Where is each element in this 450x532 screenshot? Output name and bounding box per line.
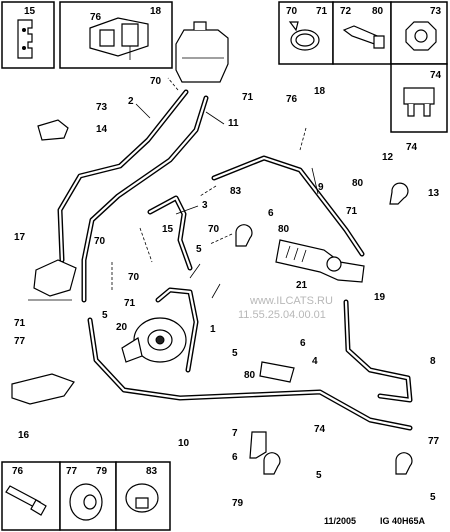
label-18-mid: 18 xyxy=(314,86,326,97)
label-71-right: 71 xyxy=(346,206,358,217)
pipe-2[interactable] xyxy=(57,89,189,263)
label-76-inset: 76 xyxy=(90,12,102,23)
clip-12[interactable] xyxy=(389,182,409,205)
label-16: 16 xyxy=(18,430,30,441)
label-77-left: 77 xyxy=(14,336,26,347)
label-79-mid: 79 xyxy=(232,498,244,509)
bracket-7[interactable] xyxy=(249,431,267,459)
label-72-inset: 72 xyxy=(340,6,352,17)
pipe-9[interactable] xyxy=(211,155,365,257)
label-74-lower: 74 xyxy=(314,424,326,435)
label-71-left: 71 xyxy=(124,298,136,309)
label-8: 8 xyxy=(430,356,436,367)
label-13: 13 xyxy=(428,188,440,199)
label-21: 21 xyxy=(296,280,308,291)
bracket-16[interactable] xyxy=(11,373,75,405)
label-10: 10 xyxy=(178,438,190,449)
footer-reference: IG 40H65A xyxy=(380,516,426,526)
label-14: 14 xyxy=(96,124,108,135)
label-18-inset: 18 xyxy=(150,6,162,17)
label-77-bottom-inset: 77 xyxy=(66,466,78,477)
callout-labels: 15 76 18 70 71 72 80 73 74 70 71 2 11 73… xyxy=(12,6,442,509)
label-71-far-left: 71 xyxy=(14,318,26,329)
label-4: 4 xyxy=(312,356,318,367)
label-76-bottom-inset: 76 xyxy=(12,466,24,477)
label-5-bottom: 5 xyxy=(316,470,322,481)
pipe-1[interactable] xyxy=(155,287,199,373)
label-6-right: 6 xyxy=(268,208,274,219)
inset-part-83[interactable] xyxy=(115,461,171,531)
label-80-inset: 80 xyxy=(372,6,384,17)
steering-rack[interactable] xyxy=(275,239,365,283)
label-79-bottom-inset: 79 xyxy=(96,466,108,477)
inset-part-73[interactable] xyxy=(390,1,448,65)
label-80-far-right: 80 xyxy=(352,178,364,189)
clip-6-lower[interactable] xyxy=(263,452,281,475)
label-15-mid: 15 xyxy=(162,224,174,235)
label-70-top: 70 xyxy=(150,76,162,87)
label-83-bottom-inset: 83 xyxy=(146,466,158,477)
clip-14[interactable] xyxy=(37,119,69,141)
label-83-mid: 83 xyxy=(230,186,242,197)
footer-date: 11/2005 xyxy=(324,516,356,526)
bracket-17[interactable] xyxy=(33,259,77,297)
pipe-11[interactable] xyxy=(81,95,209,303)
label-5-mid: 5 xyxy=(232,348,238,359)
label-3: 3 xyxy=(202,200,208,211)
inset-part-70-71[interactable] xyxy=(278,1,334,65)
watermark-line2: 11.55.25.04.00.01 xyxy=(238,309,326,321)
power-steering-pump[interactable] xyxy=(121,317,187,363)
label-70-lower: 70 xyxy=(94,236,106,247)
label-9: 9 xyxy=(318,182,324,193)
label-73-mid: 73 xyxy=(96,102,108,113)
label-20: 20 xyxy=(116,322,128,333)
label-5-right: 5 xyxy=(430,492,436,503)
inset-part-72-80[interactable] xyxy=(332,1,392,65)
inset-part-77-79[interactable] xyxy=(59,461,117,531)
label-74-right: 74 xyxy=(406,142,418,153)
label-71-inset: 71 xyxy=(316,6,328,17)
label-6-mid: 6 xyxy=(300,338,306,349)
label-17: 17 xyxy=(14,232,26,243)
label-7: 7 xyxy=(232,428,238,439)
watermark-line1: www.ILCATS.RU xyxy=(249,295,333,307)
pipe-3[interactable] xyxy=(147,195,193,271)
clip-6-right[interactable] xyxy=(235,224,253,247)
label-5-left: 5 xyxy=(196,244,202,255)
pipe-8[interactable] xyxy=(343,299,413,403)
label-73-inset: 73 xyxy=(430,6,442,17)
fluid-reservoir[interactable] xyxy=(175,21,229,83)
label-70-mid: 70 xyxy=(208,224,220,235)
label-74-inset: 74 xyxy=(430,70,442,81)
label-80-right: 80 xyxy=(278,224,290,235)
bracket-4[interactable] xyxy=(259,361,295,383)
label-12: 12 xyxy=(382,152,394,163)
inset-part-76-bolt[interactable] xyxy=(1,461,61,531)
inset-part-76-18[interactable] xyxy=(59,1,173,69)
label-80-lower: 80 xyxy=(244,370,256,381)
pipe-10[interactable] xyxy=(87,317,413,431)
label-11: 11 xyxy=(228,118,239,129)
label-70-inset: 70 xyxy=(286,6,298,17)
label-5-lower: 5 xyxy=(102,310,108,321)
inset-part-74[interactable] xyxy=(390,63,448,133)
label-76-mid: 76 xyxy=(286,94,298,105)
label-15-inset: 15 xyxy=(24,6,36,17)
label-1: 1 xyxy=(210,324,216,335)
label-2: 2 xyxy=(128,96,134,107)
inset-part-15[interactable] xyxy=(1,1,55,69)
label-19: 19 xyxy=(374,292,386,303)
label-71-top: 71 xyxy=(242,92,254,103)
label-70-lowest: 70 xyxy=(128,272,140,283)
label-6-lower: 6 xyxy=(232,452,238,463)
clip-6-far-right[interactable] xyxy=(395,452,413,475)
label-77-right: 77 xyxy=(428,436,440,447)
